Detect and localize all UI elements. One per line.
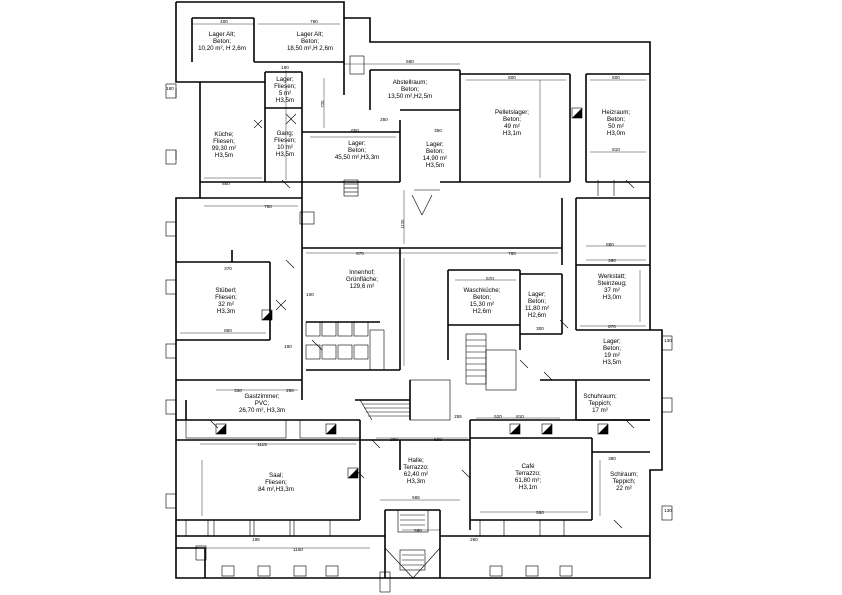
dim-label: 760: [508, 251, 516, 256]
room-label-lager-alt-2: Lager Alt;Beton;18,50 m²,H 2,6m: [287, 31, 333, 52]
dim-label: 850: [222, 181, 230, 186]
door-swings: [209, 113, 635, 529]
dim-label: 100: [306, 292, 314, 297]
outer-walls: [175, 1, 663, 579]
dimension-labels: 400 760 560 180 800 600 720 650 250 350 …: [166, 19, 672, 552]
dim-label: 570: [486, 276, 494, 281]
dim-label: 600: [612, 75, 620, 80]
dim-label: 870: [608, 324, 616, 329]
dim-label: 565: [412, 495, 420, 500]
dim-label: 970: [356, 251, 364, 256]
room-label-schiraum: Schiraum;Teppich;22 m²: [610, 471, 638, 492]
dim-label: 560: [406, 59, 414, 64]
room-label-lager-beton-45: Lager;Beton;45,50 m²,H3,3m: [335, 140, 379, 161]
dim-label: 130: [664, 338, 672, 343]
inner-walls: [176, 17, 650, 578]
dim-label: 810: [516, 414, 524, 419]
dim-label: 250: [380, 117, 388, 122]
detail-lines: [175, 55, 615, 571]
dim-label: 370: [224, 266, 232, 271]
dim-label: 520: [494, 414, 502, 419]
dim-label: 300: [536, 326, 544, 331]
room-label-saal: Saal;Fliesen;84 m²,H3,3m: [258, 472, 294, 493]
dim-label: 250: [286, 388, 294, 393]
dim-label: 810: [612, 147, 620, 152]
room-labels: Lager Alt;Beton;10,20 m², H 2,6m Lager A…: [198, 31, 638, 493]
dim-label: 760: [310, 19, 318, 24]
dim-label: 180: [281, 65, 289, 70]
dim-label: 400: [220, 19, 228, 24]
dim-label: 180: [166, 86, 174, 91]
dim-label: 590: [414, 528, 422, 533]
dim-label: 380: [608, 456, 616, 461]
dim-label: 280: [390, 437, 398, 442]
dim-label: 720: [320, 100, 325, 108]
dim-label: 800: [508, 75, 516, 80]
dim-label: 850: [224, 328, 232, 333]
dimension-lines: [180, 23, 646, 549]
dim-label: 260: [470, 537, 478, 542]
floor-markers: [215, 107, 609, 479]
dim-label: 130: [664, 508, 672, 513]
staircase: [359, 189, 486, 579]
dim-label: 1150: [293, 547, 303, 552]
dim-label: 750: [264, 204, 272, 209]
room-label-innenhof: Innenhof;Grünfläche;129,6 m²: [346, 269, 378, 290]
exterior-markers: [165, 83, 673, 593]
room-label-schuhraum: Schuhraum;Teppich;17 m²: [583, 393, 617, 414]
dim-label: 350: [434, 128, 442, 133]
dim-label: 390: [608, 258, 616, 263]
dim-label: 190: [284, 344, 292, 349]
dim-label: 1120: [400, 219, 405, 229]
room-label-abstellraum: Abstellraum;Beton;13,50 m²,H2,5m: [388, 79, 432, 100]
dim-label: 650: [351, 128, 359, 133]
dim-label: 550: [536, 510, 544, 515]
room-label-gastzimmer: Gastzimmer;PVC;26,70 m², H3,3m: [239, 393, 285, 414]
dim-label: 1115: [257, 442, 267, 447]
dim-label: 330: [234, 388, 242, 393]
dim-label: 560: [434, 437, 442, 442]
dim-label: 255: [454, 414, 462, 419]
room-label-lager-alt-1: Lager Alt;Beton;10,20 m², H 2,6m: [198, 31, 246, 52]
dim-label: 195: [252, 537, 260, 542]
dim-label: 880: [606, 242, 614, 247]
